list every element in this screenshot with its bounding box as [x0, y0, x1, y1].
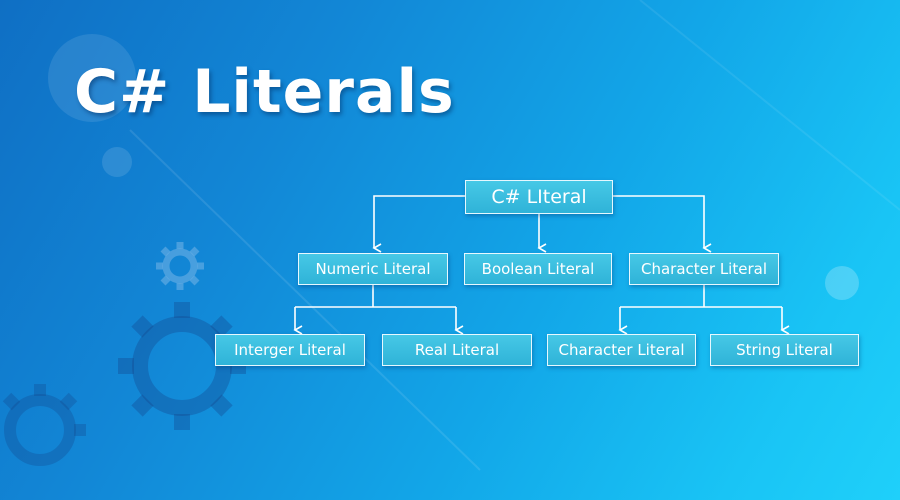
gear-icon — [2, 384, 86, 466]
node-character-literal: Character Literal — [629, 253, 779, 285]
node-boolean-literal: Boolean Literal — [464, 253, 612, 285]
gear-icon — [156, 242, 204, 290]
gear-icon — [118, 302, 246, 430]
circle-decoration-icon — [102, 147, 132, 177]
node-numeric-literal: Numeric Literal — [298, 253, 448, 285]
circle-decoration-icon — [48, 34, 136, 122]
node-string-literal: String Literal — [710, 334, 859, 366]
node-real-literal: Real Literal — [382, 334, 532, 366]
node-character-literal-child: Character Literal — [547, 334, 696, 366]
circle-decoration-icon — [825, 266, 859, 300]
node-csharp-literal: C# LIteral — [465, 180, 613, 214]
connector-root-to-numeric — [372, 195, 466, 253]
page-title: C# Literals — [74, 57, 455, 127]
connector-numeric-to-integer — [295, 306, 456, 330]
connector-character-to-character — [620, 306, 782, 330]
connector-root-to-character — [612, 195, 712, 253]
node-integer-literal: Interger Literal — [215, 334, 365, 366]
